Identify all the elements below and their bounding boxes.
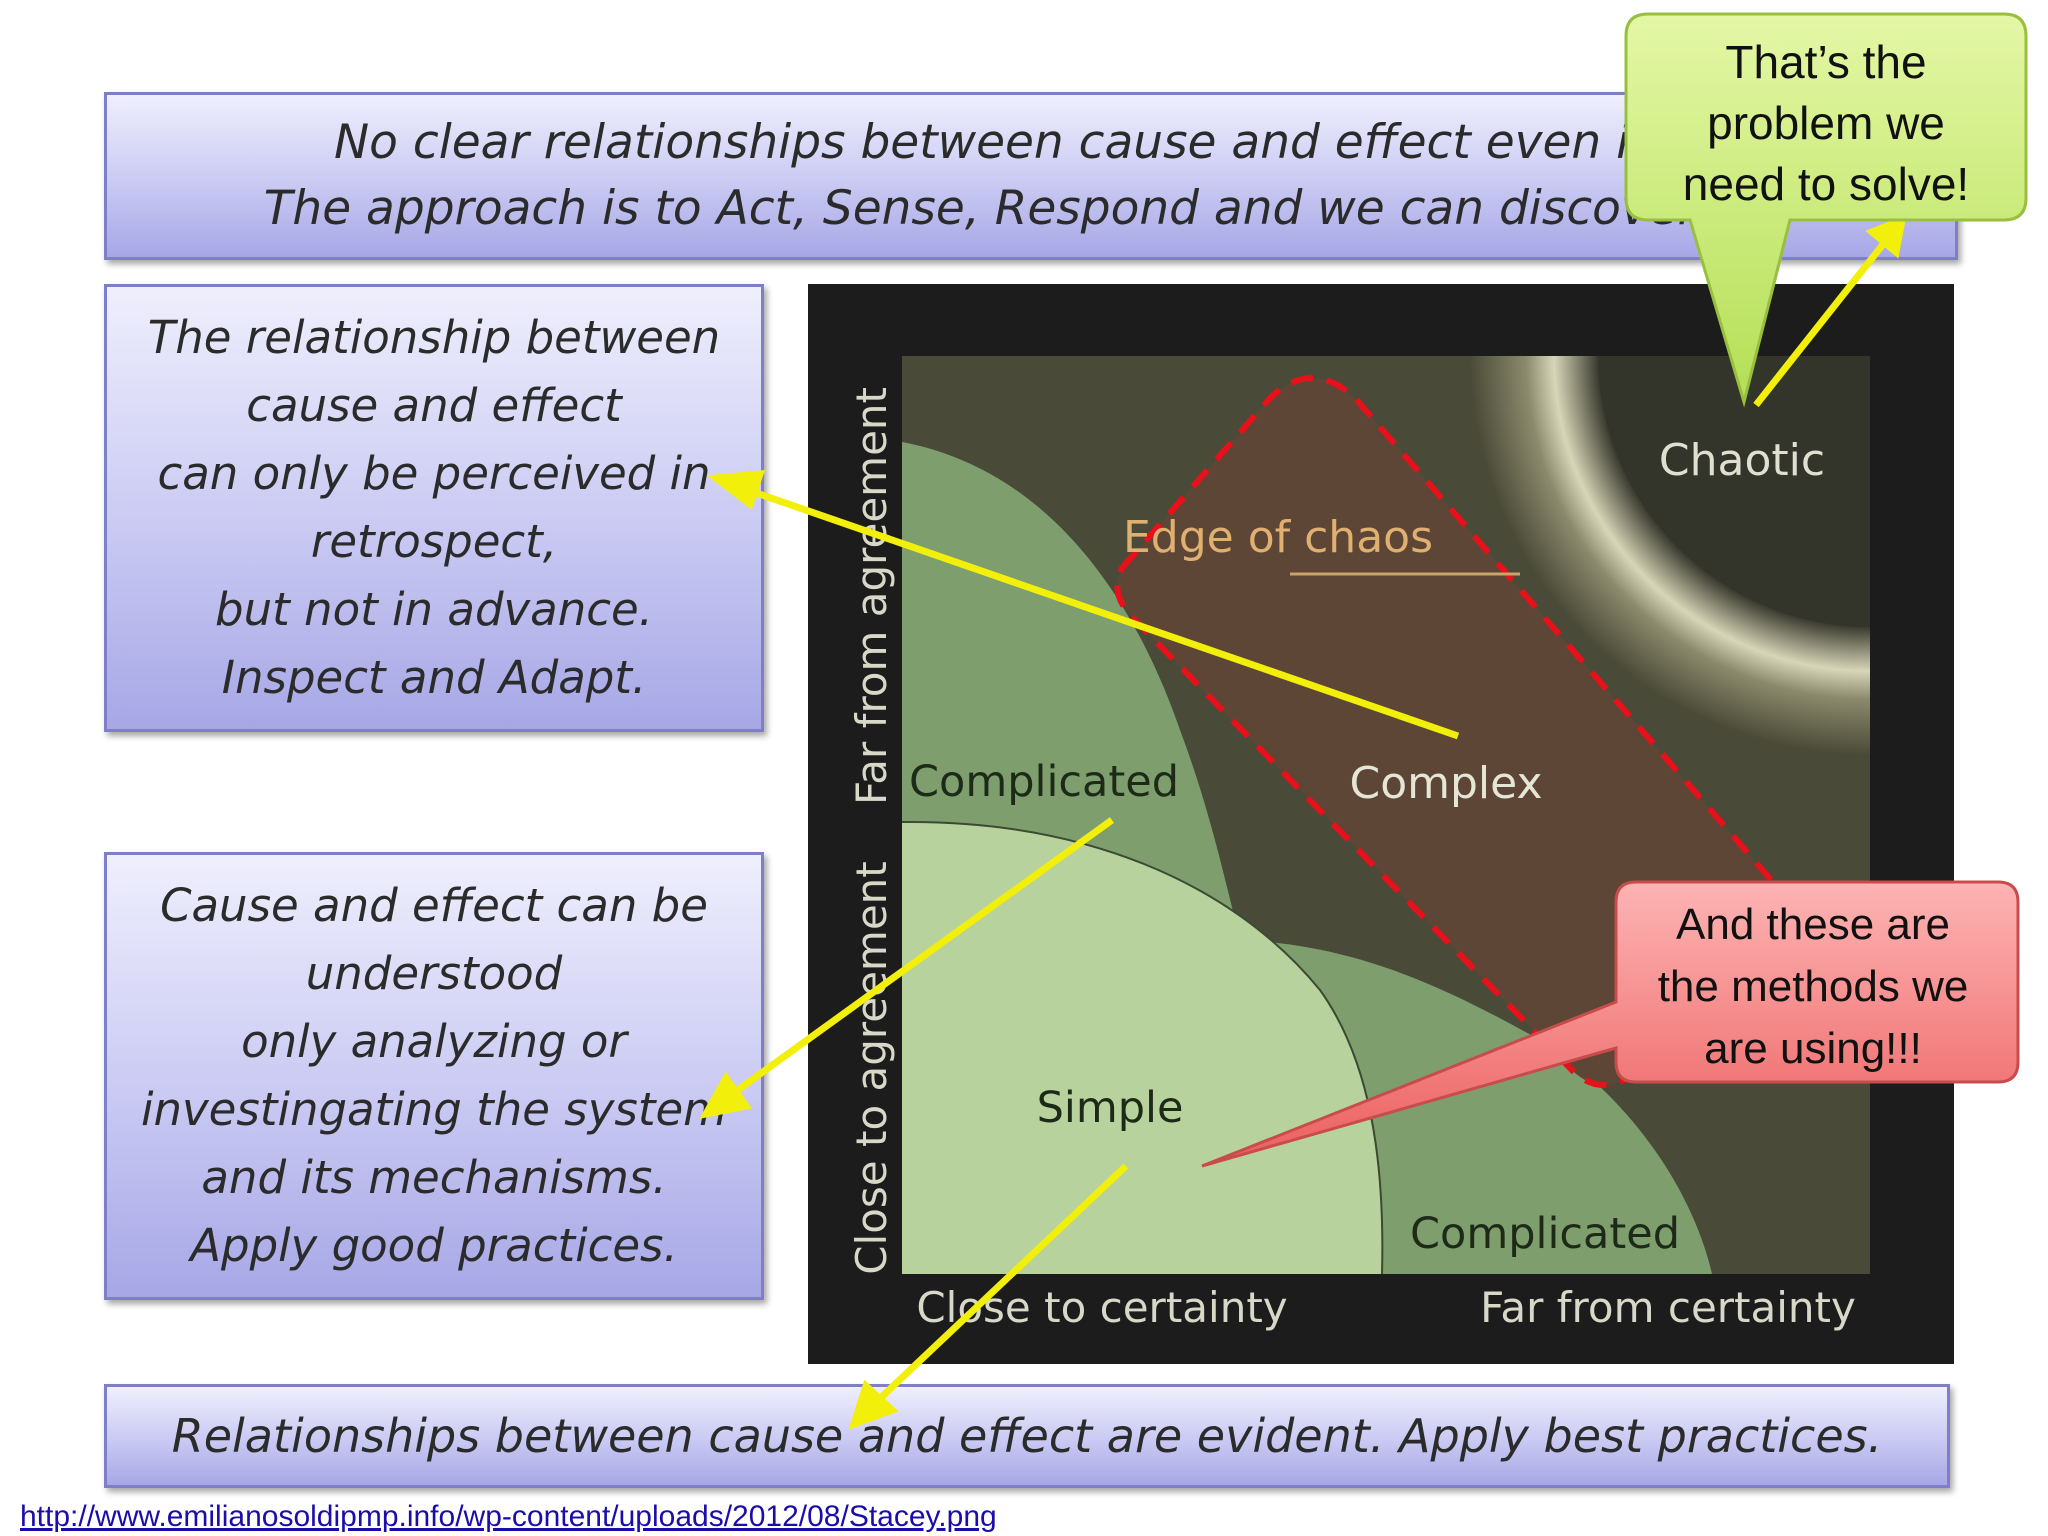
callout-red-line: the methods we: [1657, 962, 1969, 1011]
edge-of-chaos-label: Edge of chaos: [1123, 512, 1433, 563]
chaotic-label: Chaotic: [1659, 435, 1825, 486]
bottom-description-text: Relationships between cause and effect a…: [171, 1409, 1883, 1463]
arrow-head-callout: [1865, 214, 1907, 259]
source-link[interactable]: http://www.emilianosoldipmp.info/wp-cont…: [20, 1500, 997, 1533]
arrow-chaotic-to-callout: [1753, 235, 1891, 408]
callout-green-shape: [1624, 12, 2028, 408]
retrospect-line: The relationship between: [147, 311, 721, 364]
complex-label: Complex: [1350, 758, 1543, 809]
callout-red-shape: [1201, 880, 2020, 1168]
callout-green-line: need to solve!: [1682, 158, 1970, 210]
arrow-complex-to-retrospect: [740, 484, 1460, 740]
callout-green-text: That’s the problem we need to solve!: [1636, 32, 2016, 215]
retrospect-line: retrospect,: [310, 515, 558, 568]
callout-green-line: problem we: [1707, 97, 1945, 149]
complicated-lower-label: Complicated: [1410, 1209, 1680, 1259]
callout-green-line: That’s the: [1725, 36, 1927, 88]
complicated-upper-label: Complicated: [909, 757, 1179, 807]
analyze-line: and its mechanisms.: [201, 1151, 667, 1204]
arrow-head-analyze: [699, 1071, 752, 1119]
y-axis-far-label: Far from agreement: [847, 387, 896, 805]
retrospect-line: but not in advance.: [215, 583, 653, 636]
arrow-complicated-to-analyze: [721, 817, 1115, 1103]
chaotic-region: [1598, 356, 1870, 627]
retrospect-line: cause and effect: [246, 379, 622, 432]
arrow-head-retrospect: [706, 470, 766, 510]
analyze-line: Cause and effect can be: [160, 879, 708, 932]
complicated-upper-region: [902, 442, 1240, 940]
retrospect-line: can only be perceived in: [157, 447, 711, 500]
callout-red-line: And these are: [1676, 900, 1950, 949]
simple-border: [902, 820, 1384, 1274]
callout-red-text: And these are the methods we are using!!…: [1618, 894, 2008, 1080]
arrow-simple-to-bottom: [869, 1163, 1129, 1409]
bottom-description-box: Relationships between cause and effect a…: [104, 1384, 1950, 1488]
connector-arrows: [699, 214, 1907, 1430]
analyze-line: only analyzing or: [241, 1015, 627, 1068]
analyze-description-box: Cause and effect can be understood only …: [104, 852, 764, 1300]
arrow-head-bottom: [848, 1379, 899, 1430]
retrospect-description-box: The relationship between cause and effec…: [104, 284, 764, 732]
x-axis-far-label: Far from certainty: [1480, 1283, 1856, 1332]
simple-label: Simple: [1037, 1083, 1184, 1133]
simple-region: [902, 821, 1383, 1274]
analyze-line: Apply good practices.: [190, 1219, 678, 1272]
analyze-line: understood: [305, 947, 563, 1000]
top-description-line: The approach is to Act, Sense, Respond a…: [263, 181, 1799, 236]
y-axis-close-label: Close to agreement: [847, 861, 896, 1275]
top-description-line: No clear relationships between cause and…: [334, 115, 1728, 170]
analyze-line: investingating the system: [141, 1083, 727, 1136]
callout-red-line: are using!!!: [1704, 1024, 1922, 1073]
retrospect-line: Inspect and Adapt.: [221, 651, 647, 704]
